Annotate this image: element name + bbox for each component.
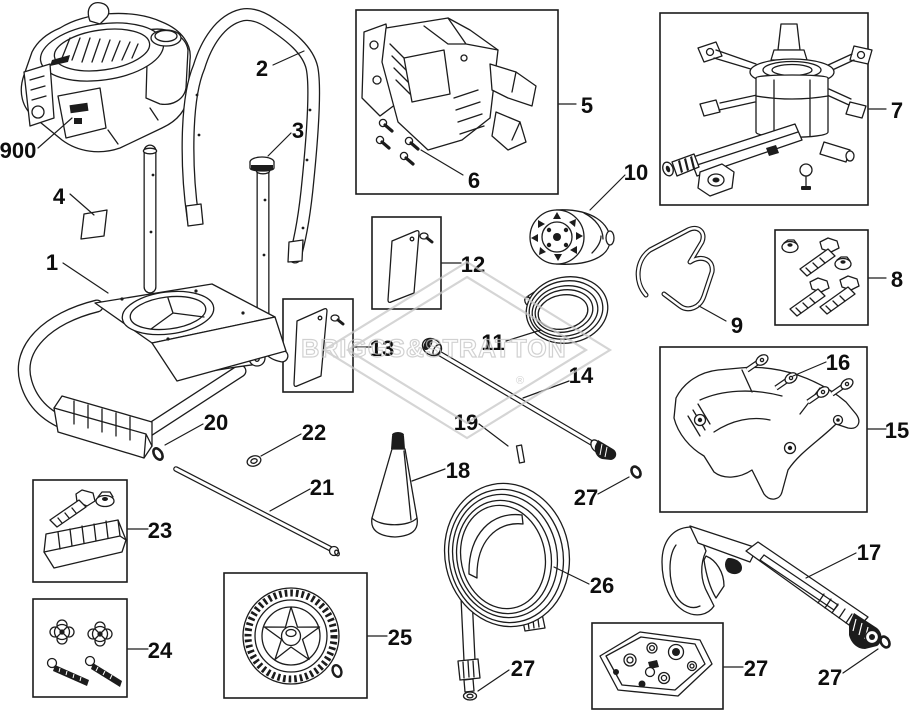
decal-drawing <box>80 209 108 240</box>
callout-7: 7 <box>891 98 903 123</box>
callout-27-nozzles: 27 <box>744 656 768 681</box>
foot-kit-drawing <box>43 489 127 569</box>
axle-rod-drawing <box>173 466 340 557</box>
leader-lines <box>37 50 887 692</box>
brand-watermark: BRIGGS&STRATTON ® <box>301 260 613 440</box>
callout-labels: 900 1 2 3 4 5 6 7 8 9 10 11 12 13 14 15 … <box>0 56 909 690</box>
callout-22: 22 <box>302 420 326 445</box>
handle-drawing <box>181 8 321 264</box>
callout-27-lance: 27 <box>574 485 598 510</box>
lance-drawing <box>421 337 617 460</box>
callout-10: 10 <box>624 160 648 185</box>
watermark-registered-icon: ® <box>516 375 524 387</box>
callout-26: 26 <box>590 573 614 598</box>
callout-27-gun: 27 <box>818 665 842 690</box>
callout-27-hose: 27 <box>511 656 535 681</box>
pump-drawing <box>662 23 873 197</box>
watermark-text: BRIGGS&STRATTON <box>301 335 566 363</box>
callout-21: 21 <box>310 475 334 500</box>
pin-drawing <box>515 444 526 464</box>
callout-1: 1 <box>46 250 58 275</box>
frame-drawing <box>17 283 287 459</box>
callout-24: 24 <box>148 638 173 663</box>
callout-15: 15 <box>885 418 909 443</box>
knob-bolt-kit-drawing <box>46 619 122 687</box>
callout-18: 18 <box>446 458 470 483</box>
washer-drawing <box>246 455 262 467</box>
callout-9: 9 <box>731 313 743 338</box>
callout-5: 5 <box>581 93 593 118</box>
handle-cap-drawing <box>249 156 275 172</box>
callout-11: 11 <box>481 330 504 355</box>
engine-drawing <box>20 2 191 153</box>
callout-20: 20 <box>204 410 228 435</box>
callout-6: 6 <box>468 168 480 193</box>
callout-900: 900 <box>0 138 36 163</box>
gun-o-ring-drawing <box>879 635 891 649</box>
nozzle-holder-drawing <box>371 432 418 538</box>
knob-drawing <box>529 209 615 265</box>
control-panel-drawing <box>361 17 537 151</box>
panel-screws-drawing <box>375 118 420 166</box>
callout-13: 13 <box>370 336 394 361</box>
lance-o-ring-drawing <box>630 465 642 479</box>
callout-25: 25 <box>388 625 412 650</box>
wheel-drawing <box>242 587 343 685</box>
hose-o-ring-drawing <box>462 691 478 701</box>
spray-gun-drawing <box>661 525 882 649</box>
hose-clip-drawing <box>635 225 715 312</box>
nozzle-kit-drawing <box>599 631 713 697</box>
callout-23: 23 <box>148 518 172 543</box>
callout-3: 3 <box>292 118 304 143</box>
callout-2: 2 <box>256 56 268 81</box>
callout-4: 4 <box>53 184 66 209</box>
side-plate-left-drawing <box>293 307 345 388</box>
o-ring-small-drawing <box>152 447 164 461</box>
bolt-kit-drawing <box>781 237 860 317</box>
callout-17: 17 <box>857 540 881 565</box>
callout-16: 16 <box>826 350 850 375</box>
side-plate-right-drawing <box>387 229 434 304</box>
callout-8: 8 <box>891 267 903 292</box>
pressure-hose-drawing <box>443 482 571 693</box>
cover-screws-drawing <box>745 354 854 405</box>
